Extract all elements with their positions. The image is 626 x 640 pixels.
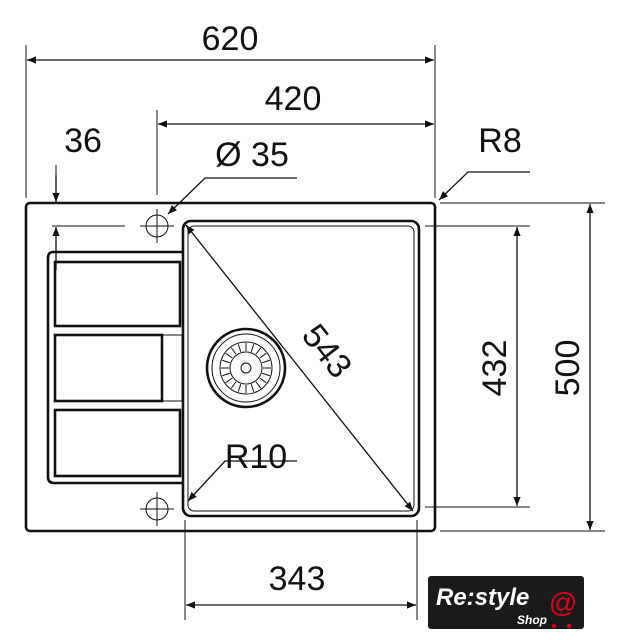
strainer-slot bbox=[250, 344, 255, 352]
strainer-slot bbox=[230, 347, 237, 355]
strainer-slot bbox=[262, 372, 270, 377]
strainer-slot bbox=[259, 352, 267, 359]
dim-outer-radius: R8 bbox=[478, 122, 521, 160]
strainer-slot bbox=[259, 377, 267, 384]
dimension-lines bbox=[27, 56, 594, 609]
strainer-slot bbox=[230, 381, 237, 389]
dim-bowl-depth: 432 bbox=[476, 340, 514, 397]
dim-tap-hole-diameter: Ø 35 bbox=[215, 136, 289, 174]
restyle-shop-logo: Re:style Shop @ bbox=[428, 576, 584, 629]
strainer-slot bbox=[225, 352, 233, 359]
drain-strainer bbox=[205, 327, 287, 409]
tap-hole-top bbox=[140, 209, 174, 243]
logo-sub: Shop bbox=[517, 613, 547, 627]
strainer-slot bbox=[250, 384, 255, 392]
strainer-slot bbox=[255, 381, 262, 389]
strainer-slot bbox=[222, 359, 230, 364]
dim-bowl-width: 343 bbox=[269, 560, 326, 598]
extension-lines bbox=[25, 45, 605, 620]
strainer-slot bbox=[255, 347, 262, 355]
strainer-slot bbox=[237, 384, 242, 392]
sink-outline bbox=[24, 201, 437, 533]
logo-brand: Re:style bbox=[436, 584, 529, 611]
dim-overall-width: 620 bbox=[202, 20, 259, 58]
dim-overall-depth: 500 bbox=[549, 340, 587, 397]
strainer-slot bbox=[225, 377, 233, 384]
dim-diagonal: 543 bbox=[294, 317, 359, 385]
logo-at-icon: @ bbox=[549, 587, 577, 618]
strainer-slot bbox=[237, 344, 242, 352]
dim-bowl-area-width: 420 bbox=[265, 80, 322, 118]
strainer-slot bbox=[262, 359, 270, 364]
dim-inner-radius: R10 bbox=[225, 438, 287, 476]
tap-hole-bottom bbox=[140, 492, 174, 526]
strainer-slot bbox=[222, 372, 230, 377]
dim-tap-hole-offset: 36 bbox=[64, 122, 102, 160]
